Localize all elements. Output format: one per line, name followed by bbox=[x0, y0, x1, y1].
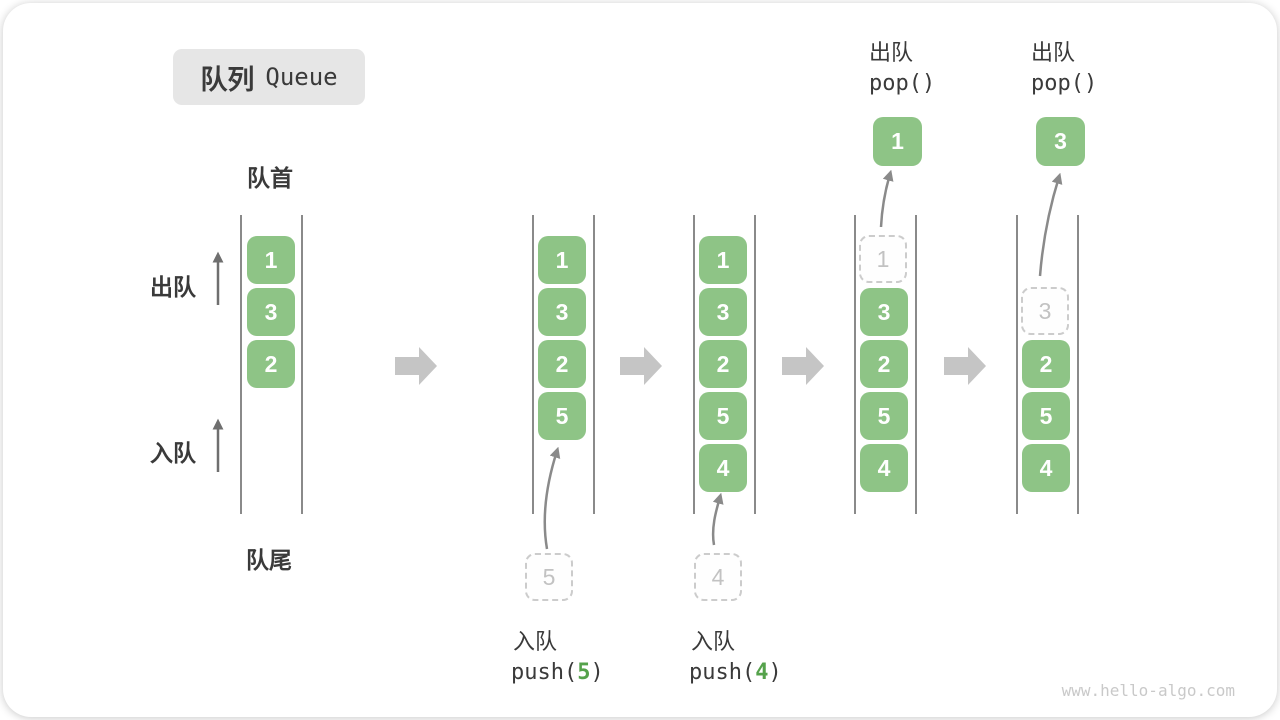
queue-item: 1 bbox=[699, 236, 747, 284]
diagram-canvas: 队列 Queue 队首 队尾 出队 入队 1 3 2 1 3 2 5 5 1 3… bbox=[3, 3, 1277, 717]
queue-item: 5 bbox=[1022, 392, 1070, 440]
queue-item: 4 bbox=[1022, 444, 1070, 492]
queue-item: 2 bbox=[247, 340, 295, 388]
queue-wall bbox=[532, 215, 534, 514]
title-box: 队列 Queue bbox=[173, 49, 365, 105]
queue-item-incoming: 5 bbox=[525, 553, 573, 601]
code-arg: 5 bbox=[577, 660, 591, 685]
watermark: www.hello-algo.com bbox=[1061, 681, 1235, 700]
queue-item: 4 bbox=[699, 444, 747, 492]
queue-item: 3 bbox=[699, 288, 747, 336]
queue-item: 4 bbox=[860, 444, 908, 492]
code-close: ) bbox=[768, 660, 782, 685]
queue-tail-label: 队尾 bbox=[246, 547, 292, 573]
queue-front-label: 队首 bbox=[247, 165, 293, 191]
popped-item: 3 bbox=[1036, 117, 1085, 166]
dequeue-side-label: 出队 bbox=[150, 274, 196, 300]
queue-item: 5 bbox=[860, 392, 908, 440]
queue-wall bbox=[593, 215, 595, 514]
queue-wall bbox=[693, 215, 695, 514]
queue-wall bbox=[1077, 215, 1079, 514]
queue-wall bbox=[240, 215, 242, 514]
queue-item: 1 bbox=[538, 236, 586, 284]
queue-wall bbox=[301, 215, 303, 514]
queue-item-removed: 3 bbox=[1021, 287, 1069, 335]
dequeue-op-label: 出队 bbox=[869, 40, 914, 65]
title-zh-label: 队列 bbox=[200, 64, 255, 95]
queue-wall bbox=[854, 215, 856, 514]
queue-wall bbox=[1016, 215, 1018, 514]
title-en-label: Queue bbox=[265, 63, 338, 91]
dequeue-op-code: pop() bbox=[1031, 71, 1098, 96]
enqueue-op-label: 入队 bbox=[513, 629, 558, 654]
queue-wall bbox=[915, 215, 917, 514]
enqueue-op-code: push(4) bbox=[689, 660, 782, 685]
queue-item: 5 bbox=[699, 392, 747, 440]
enqueue-side-label: 入队 bbox=[150, 440, 196, 466]
popped-item: 1 bbox=[873, 117, 922, 166]
queue-item: 3 bbox=[860, 288, 908, 336]
enqueue-op-code: push(5) bbox=[511, 660, 604, 685]
dequeue-op-label: 出队 bbox=[1031, 40, 1076, 65]
code-close: ) bbox=[590, 660, 604, 685]
enqueue-op-label: 入队 bbox=[691, 629, 736, 654]
dequeue-op-code: pop() bbox=[869, 71, 936, 96]
queue-item: 2 bbox=[1022, 340, 1070, 388]
queue-item: 2 bbox=[538, 340, 586, 388]
queue-item: 3 bbox=[538, 288, 586, 336]
queue-wall bbox=[754, 215, 756, 514]
code-fn: push( bbox=[689, 660, 756, 685]
queue-item: 1 bbox=[247, 236, 295, 284]
queue-item: 2 bbox=[860, 340, 908, 388]
queue-item-removed: 1 bbox=[859, 235, 907, 283]
code-fn: push( bbox=[511, 660, 578, 685]
queue-item-incoming: 4 bbox=[694, 553, 742, 601]
queue-item: 3 bbox=[247, 288, 295, 336]
code-arg: 4 bbox=[755, 660, 769, 685]
queue-item: 5 bbox=[538, 392, 586, 440]
queue-item: 2 bbox=[699, 340, 747, 388]
